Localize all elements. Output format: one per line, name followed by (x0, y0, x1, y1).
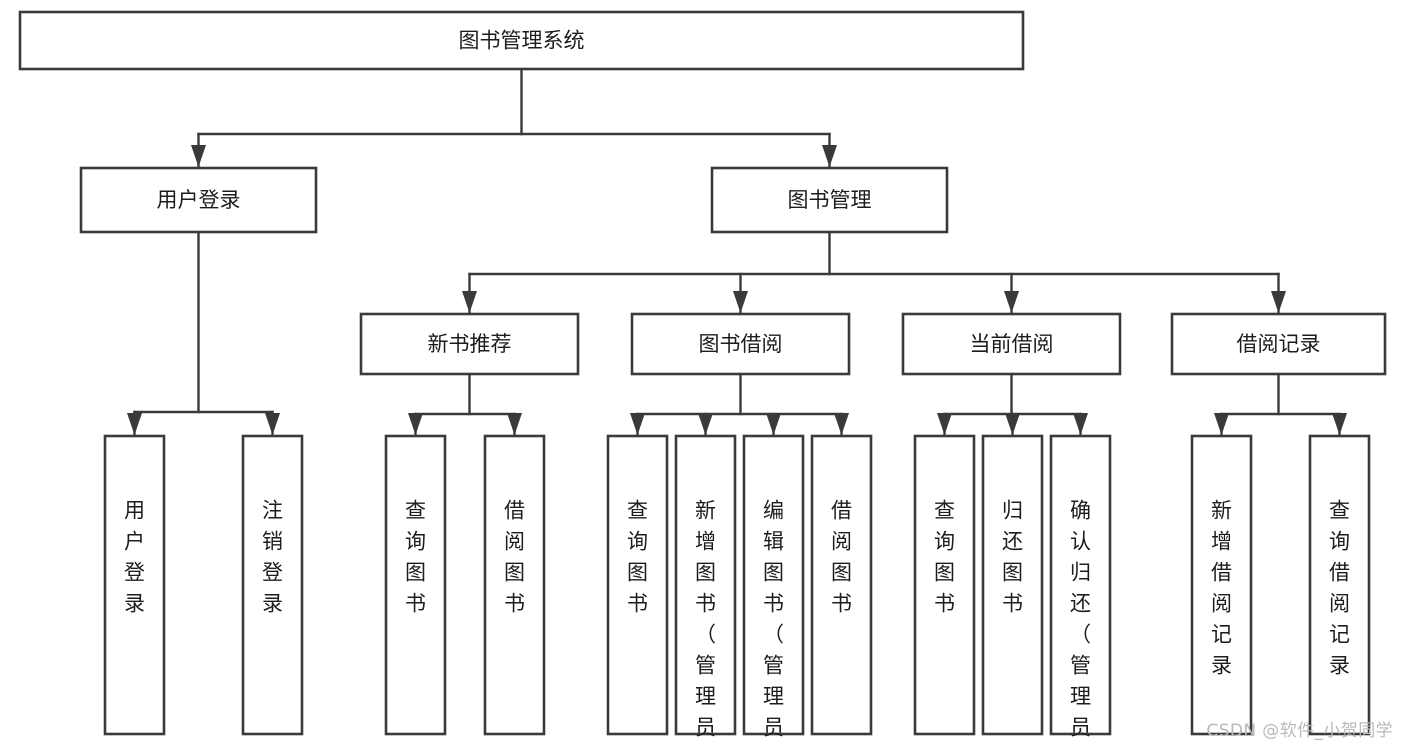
leaf-node-7[interactable]: 编辑图书（管理员） (742, 434, 805, 747)
leaf-node-10[interactable]: 归还图书 (981, 434, 1044, 736)
arrow-head-icon (127, 413, 142, 435)
arrow-head-icon (630, 413, 645, 435)
leaf-node-label: 新增图书（管理员） (695, 499, 716, 747)
leaf-node-13[interactable]: 查询借阅记录 (1308, 434, 1371, 736)
leaf-node-2[interactable]: 注销登录 (241, 434, 304, 736)
level3-node-box[interactable] (901, 312, 1122, 376)
arrow-head-icon (766, 413, 781, 435)
level3-node-label: 借阅记录 (1237, 332, 1321, 356)
leaf-node-label: 新增借阅记录 (1211, 499, 1232, 678)
leaf-node-label: 查询图书 (934, 499, 955, 616)
arrow-head-icon (733, 291, 748, 313)
level3-node-box[interactable] (1170, 312, 1387, 376)
level3-node-1[interactable]: 新书推荐 (359, 312, 580, 376)
arrow-head-icon (937, 413, 952, 435)
level2-node-label: 图书管理 (788, 188, 872, 212)
node-layer: 图书管理系统用户登录图书管理新书推荐图书借阅当前借阅借阅记录用户登录注销登录查询… (18, 10, 1387, 747)
arrow-head-icon (1004, 291, 1019, 313)
root-node-box[interactable] (18, 10, 1025, 71)
leaf-node-label: 确认归还（管理员） (1070, 499, 1091, 747)
root-node-label: 图书管理系统 (459, 29, 585, 53)
leaf-node-box[interactable] (483, 434, 546, 736)
arrow-head-icon (1073, 413, 1088, 435)
level2-node-2[interactable]: 图书管理 (710, 166, 949, 234)
leaf-node-box[interactable] (742, 434, 805, 736)
leaf-node-label: 查询图书 (405, 499, 426, 616)
watermark: CSDN @软件_小贺同学 (1206, 721, 1393, 741)
leaf-node-box[interactable] (810, 434, 873, 736)
leaf-node-label: 查询图书 (627, 499, 648, 616)
leaf-node-box[interactable] (241, 434, 304, 736)
arrow-head-icon (265, 413, 280, 435)
arrow-head-icon (1214, 413, 1229, 435)
leaf-node-box[interactable] (674, 434, 737, 736)
leaf-node-label: 用户登录 (124, 499, 145, 616)
leaf-node-label: 借阅图书 (504, 499, 525, 616)
arrow-head-icon (408, 413, 423, 435)
arrow-head-icon (507, 413, 522, 435)
level2-node-label: 用户登录 (157, 188, 241, 212)
leaf-node-label: 查询借阅记录 (1329, 499, 1350, 678)
arrow-head-icon (191, 145, 206, 167)
connector-layer (127, 67, 1347, 437)
leaf-node-11[interactable]: 确认归还（管理员） (1049, 434, 1112, 747)
leaf-node-box[interactable] (913, 434, 976, 736)
arrow-head-icon (822, 145, 837, 167)
leaf-node-box[interactable] (981, 434, 1044, 736)
level2-node-box[interactable] (710, 166, 949, 234)
level2-node-1[interactable]: 用户登录 (79, 166, 318, 234)
leaf-node-8[interactable]: 借阅图书 (810, 434, 873, 736)
level2-node-box[interactable] (79, 166, 318, 234)
arrow-head-icon (462, 291, 477, 313)
level3-node-label: 当前借阅 (970, 332, 1054, 356)
leaf-node-6[interactable]: 新增图书（管理员） (674, 434, 737, 747)
leaf-node-9[interactable]: 查询图书 (913, 434, 976, 736)
leaf-node-label: 归还图书 (1002, 499, 1023, 616)
leaf-node-box[interactable] (1190, 434, 1253, 736)
arrow-head-icon (1271, 291, 1286, 313)
leaf-node-label: 注销登录 (262, 499, 283, 616)
leaf-node-1[interactable]: 用户登录 (103, 434, 166, 736)
root-node-1[interactable]: 图书管理系统 (18, 10, 1025, 71)
leaf-node-3[interactable]: 查询图书 (384, 434, 447, 736)
arrow-head-icon (1005, 413, 1020, 435)
leaf-node-box[interactable] (384, 434, 447, 736)
leaf-node-box[interactable] (103, 434, 166, 736)
level3-node-3[interactable]: 当前借阅 (901, 312, 1122, 376)
arrow-head-icon (698, 413, 713, 435)
level3-node-4[interactable]: 借阅记录 (1170, 312, 1387, 376)
level3-node-label: 新书推荐 (428, 332, 512, 356)
leaf-node-box[interactable] (606, 434, 669, 736)
leaf-node-5[interactable]: 查询图书 (606, 434, 669, 736)
leaf-node-box[interactable] (1049, 434, 1112, 736)
level3-node-2[interactable]: 图书借阅 (630, 312, 851, 376)
leaf-node-12[interactable]: 新增借阅记录 (1190, 434, 1253, 736)
level3-node-box[interactable] (359, 312, 580, 376)
leaf-node-4[interactable]: 借阅图书 (483, 434, 546, 736)
leaf-node-box[interactable] (1308, 434, 1371, 736)
level3-node-box[interactable] (630, 312, 851, 376)
arrow-head-icon (1332, 413, 1347, 435)
leaf-node-label: 借阅图书 (831, 499, 852, 616)
arrow-head-icon (834, 413, 849, 435)
level3-node-label: 图书借阅 (699, 332, 783, 356)
